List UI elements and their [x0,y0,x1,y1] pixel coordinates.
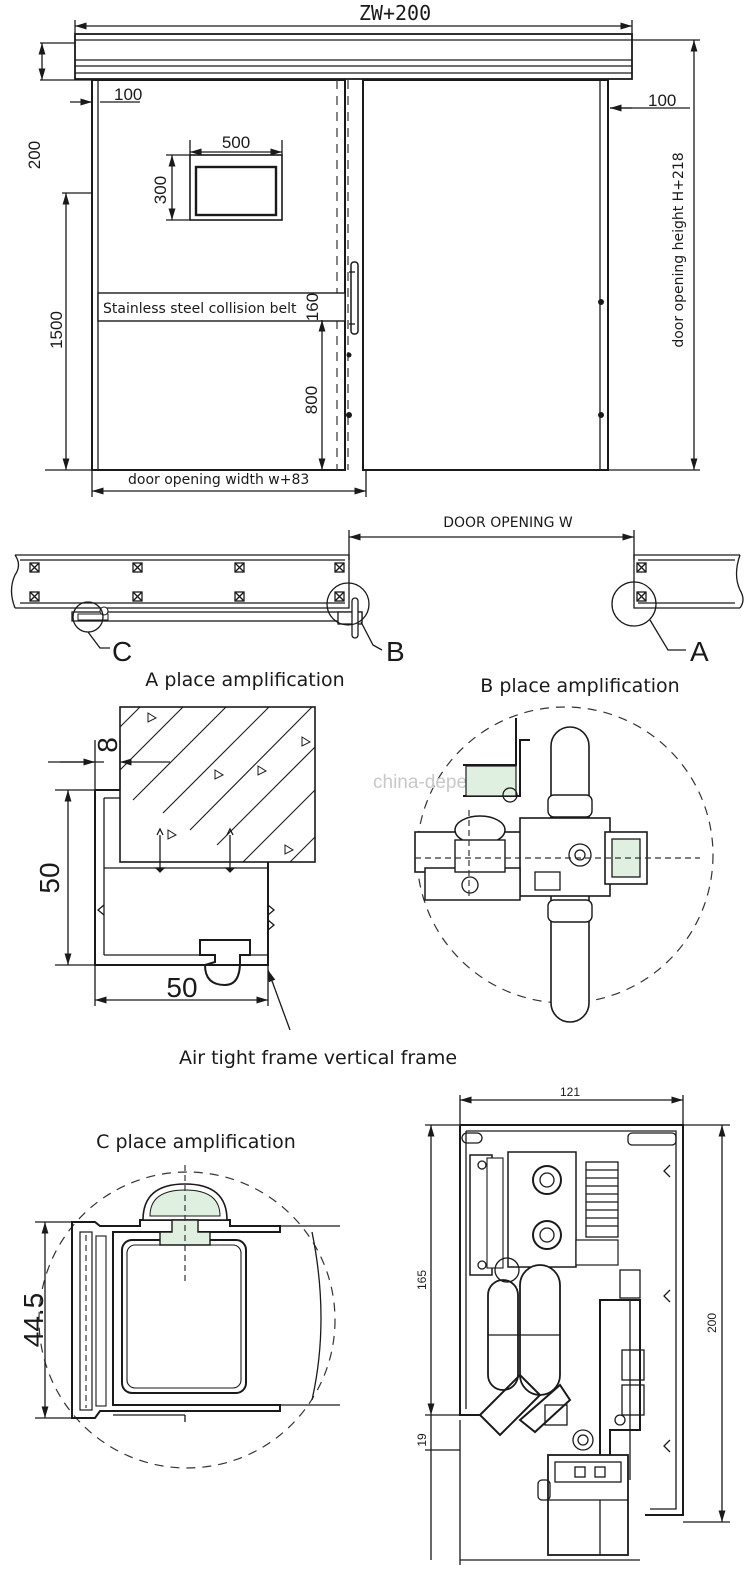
detail-a: A place amplification [34,669,457,1069]
track-section: 121 200 165 19 [415,1085,730,1565]
gap-label: 8 [92,737,123,753]
belt-width-label: 160 [303,293,322,321]
track-housing [459,1124,684,1516]
wall-section [119,706,316,863]
bottom-gap-label: 19 [415,1433,429,1447]
top-width-label: ZW+200 [359,1,431,25]
frame-width-label: 50 [166,972,197,1003]
left-door-leaf [91,79,346,471]
callout-b: B [386,636,405,667]
track-height-total-label: 200 [705,1313,719,1333]
belt-height-label: 1500 [47,311,66,349]
detail-b: B place amplification china-deper.com [373,675,714,1023]
frame-height-label: 50 [34,862,65,893]
callout-b-circle [326,582,370,626]
track-width-label: 121 [560,1085,580,1099]
handle-height-label: 800 [302,386,321,414]
collision-belt [97,292,346,322]
elevation-view: ZW+200 200 100 100 [25,1,700,497]
door-track-header [74,33,633,80]
right-offset-label: 100 [648,91,676,110]
window-width-label: 500 [222,133,250,152]
left-wall [15,554,350,609]
callout-a: A [690,636,709,667]
track-height-label: 200 [25,141,44,169]
belt-label: Stainless steel collision belt [103,301,297,317]
opening-width-label: door opening width w+83 [128,472,309,488]
frame-gasket [199,939,251,987]
sliding-leaf-plan [71,611,363,622]
opening-height-label: door opening height H+218 [671,152,687,347]
door-opening-label: DOOR OPENING W [443,515,573,531]
door-handle [350,261,359,335]
left-offset-label: 100 [114,85,142,104]
drive-motor [547,1454,629,1556]
right-wall [633,554,740,609]
detail-c-circle [38,1171,336,1469]
leaf-thickness-label: 44.5 [18,1293,49,1348]
right-door-leaf [362,79,609,471]
window-height-label: 300 [151,176,170,204]
air-tight-frame [94,789,269,966]
detail-b-title: B place amplification [480,675,679,697]
track-inner-height-label: 165 [415,1270,429,1290]
callout-a-circle [611,581,657,627]
detail-c: C place amplification 44.5 [18,1131,340,1469]
detail-a-title: A place amplification [145,669,344,691]
leaf-edge-profile [71,1219,281,1419]
callout-c: C [112,636,132,667]
detail-c-title: C place amplification [96,1131,296,1153]
plan-view: DOOR OPENING W [10,515,744,667]
air-tight-frame-caption: Air tight frame vertical frame [179,1047,457,1069]
